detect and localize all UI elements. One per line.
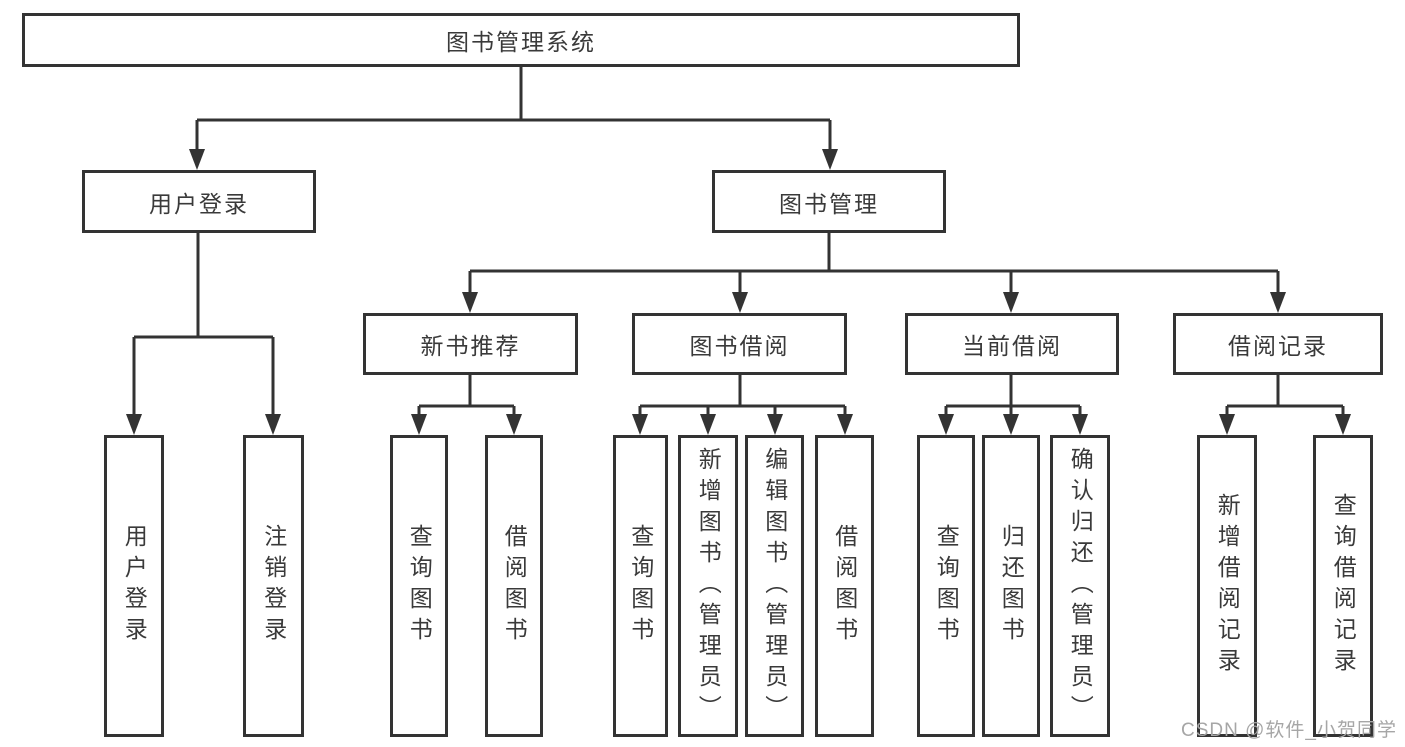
csdn-watermark: CSDN @软件_小贺同学 [1181,720,1397,741]
leaf-label: 查询图书 [933,524,960,648]
leaf-label: 借阅图书 [501,524,528,648]
leaf-label: 查询借阅记录 [1330,493,1357,679]
leaf-label: 注销登录 [260,524,287,648]
leaf-borrow-books-2: 借阅图书 [815,435,874,737]
leaf-label: 新增图书（管理员） [695,446,722,726]
root-node-library-system: 图书管理系统 [22,13,1020,67]
leaf-label: 编辑图书（管理员） [761,446,788,726]
leaf-label: 确认归还（管理员） [1067,446,1094,726]
node-current-borrowing: 当前借阅 [905,313,1119,375]
leaf-query-books-2: 查询图书 [613,435,668,737]
leaf-query-borrow-record: 查询借阅记录 [1313,435,1373,737]
leaf-edit-books-admin: 编辑图书（管理员） [745,435,804,737]
leaf-add-books-admin: 新增图书（管理员） [678,435,738,737]
leaf-label: 用户登录 [121,524,148,648]
arrow-down-icons [126,149,1351,435]
tree-edges [132,66,1345,418]
leaf-borrow-books-1: 借阅图书 [485,435,543,737]
node-book-borrowing: 图书借阅 [632,313,847,375]
node-new-book-recommend: 新书推荐 [363,313,578,375]
leaf-label: 查询图书 [627,524,654,648]
leaf-query-books-3: 查询图书 [917,435,975,737]
leaf-logout: 注销登录 [243,435,304,737]
leaf-confirm-return-admin: 确认归还（管理员） [1050,435,1110,737]
leaf-label: 查询图书 [406,524,433,648]
leaf-user-login: 用户登录 [104,435,164,737]
node-borrow-records: 借阅记录 [1173,313,1383,375]
leaf-return-books: 归还图书 [982,435,1040,737]
leaf-add-borrow-record: 新增借阅记录 [1197,435,1257,737]
leaf-query-books-1: 查询图书 [390,435,448,737]
node-user-login: 用户登录 [82,170,316,233]
node-book-management: 图书管理 [712,170,946,233]
leaf-label: 借阅图书 [831,524,858,648]
leaf-label: 新增借阅记录 [1214,493,1241,679]
leaf-label: 归还图书 [998,524,1025,648]
